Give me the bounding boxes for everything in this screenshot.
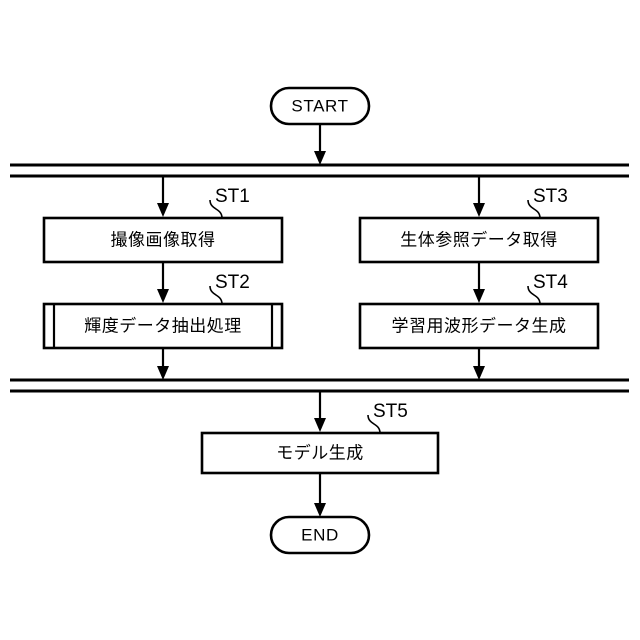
connector-fork-to-st3 — [473, 176, 485, 217]
reference-callout-st1: ST1 — [209, 186, 250, 219]
arrowhead-down-icon — [314, 418, 326, 432]
step-label-st3: 生体参照データ取得 — [400, 229, 558, 249]
step-box-st4 — [358, 302, 600, 350]
parallel-join-bar — [10, 378, 629, 393]
reference-label-st1: ST1 — [215, 186, 250, 207]
arrowhead-down-icon — [157, 366, 169, 380]
connector-join-to-st5 — [314, 391, 326, 432]
start-terminator[interactable]: START — [269, 86, 371, 126]
arrowhead-down-icon — [157, 203, 169, 217]
reference-label-st3: ST3 — [533, 186, 568, 207]
arrowhead-down-icon — [314, 503, 326, 517]
step-box-st3 — [358, 216, 600, 264]
reference-callout-st2: ST2 — [209, 272, 250, 305]
leader-line-st4 — [527, 285, 541, 305]
reference-label-st4: ST4 — [533, 272, 568, 293]
start-terminator-label: START — [291, 96, 348, 115]
end-terminator-label: END — [301, 525, 339, 544]
leader-line-st5 — [367, 414, 381, 434]
arrowhead-down-icon — [314, 151, 326, 165]
reference-callout-st4: ST4 — [527, 272, 568, 305]
connector-start-to-fork — [314, 124, 326, 165]
step-node-st5[interactable]: モデル生成 — [200, 431, 440, 475]
connector-st1-to-st2 — [157, 262, 169, 303]
connector-st4-to-join — [473, 348, 485, 380]
step-label-st2: 輝度データ抽出処理 — [84, 315, 242, 335]
end-terminator-shape — [269, 515, 371, 555]
connector-st3-to-st4 — [473, 262, 485, 303]
leader-line-st1 — [209, 199, 223, 219]
step-node-st2[interactable]: 輝度データ抽出処理 — [42, 302, 284, 350]
connector-st5-to-end — [314, 473, 326, 517]
arrowhead-down-icon — [473, 366, 485, 380]
end-terminator[interactable]: END — [269, 515, 371, 555]
step-node-st3[interactable]: 生体参照データ取得 — [358, 216, 600, 264]
reference-label-st2: ST2 — [215, 272, 250, 293]
step-label-st1: 撮像画像取得 — [111, 230, 216, 249]
arrowhead-down-icon — [157, 289, 169, 303]
arrowhead-down-icon — [473, 203, 485, 217]
reference-label-st5: ST5 — [373, 401, 408, 422]
arrowhead-down-icon — [473, 289, 485, 303]
reference-callout-st3: ST3 — [527, 186, 568, 219]
parallel-fork-bar — [10, 163, 629, 178]
step-node-st1[interactable]: 撮像画像取得 — [42, 216, 284, 264]
step-label-st5: モデル生成 — [276, 442, 364, 462]
step-node-st4[interactable]: 学習用波形データ生成 — [358, 302, 600, 350]
reference-callout-st5: ST5 — [367, 401, 408, 434]
step-box-st5 — [200, 431, 440, 475]
leader-line-st3 — [527, 199, 541, 219]
connector-st2-to-join — [157, 348, 169, 380]
connector-fork-to-st1 — [157, 176, 169, 217]
leader-line-st2 — [209, 285, 223, 305]
step-label-st4: 学習用波形データ生成 — [392, 315, 567, 335]
